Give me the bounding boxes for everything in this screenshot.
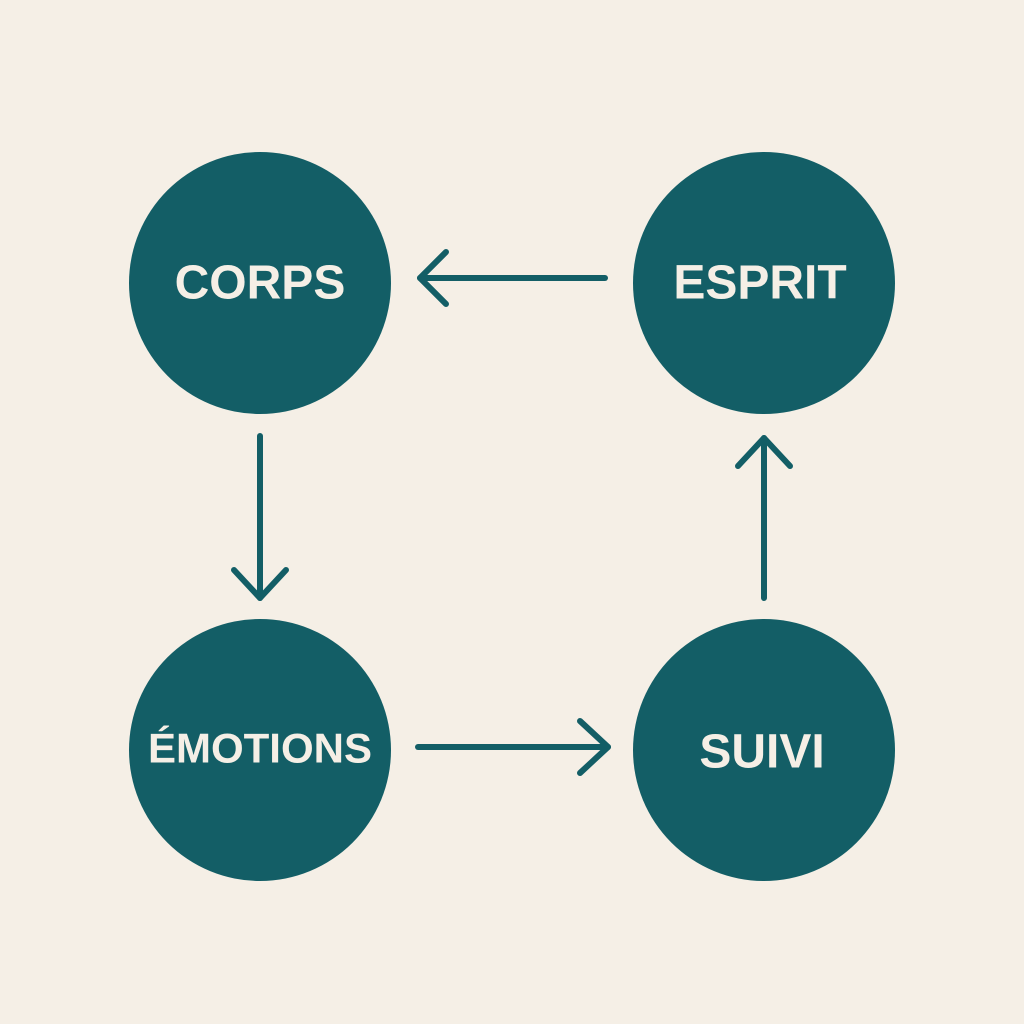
node-esprit: ESPRIT — [633, 152, 895, 414]
node-corps: CORPS — [129, 152, 391, 414]
node-label: SUIVI — [699, 726, 824, 779]
arrow-suivi-to-esprit — [735, 435, 793, 601]
node-label: CORPS — [175, 257, 346, 310]
arrow-esprit-to-corps — [417, 249, 608, 307]
node-label: ESPRIT — [673, 257, 846, 310]
node-label: ÉMOTIONS — [148, 725, 372, 772]
arrow-corps-to-emotions — [231, 433, 289, 601]
arrow-emotions-to-suivi — [415, 718, 611, 776]
node-suivi: SUIVI — [633, 619, 895, 881]
node-emotions: ÉMOTIONS — [129, 619, 391, 881]
